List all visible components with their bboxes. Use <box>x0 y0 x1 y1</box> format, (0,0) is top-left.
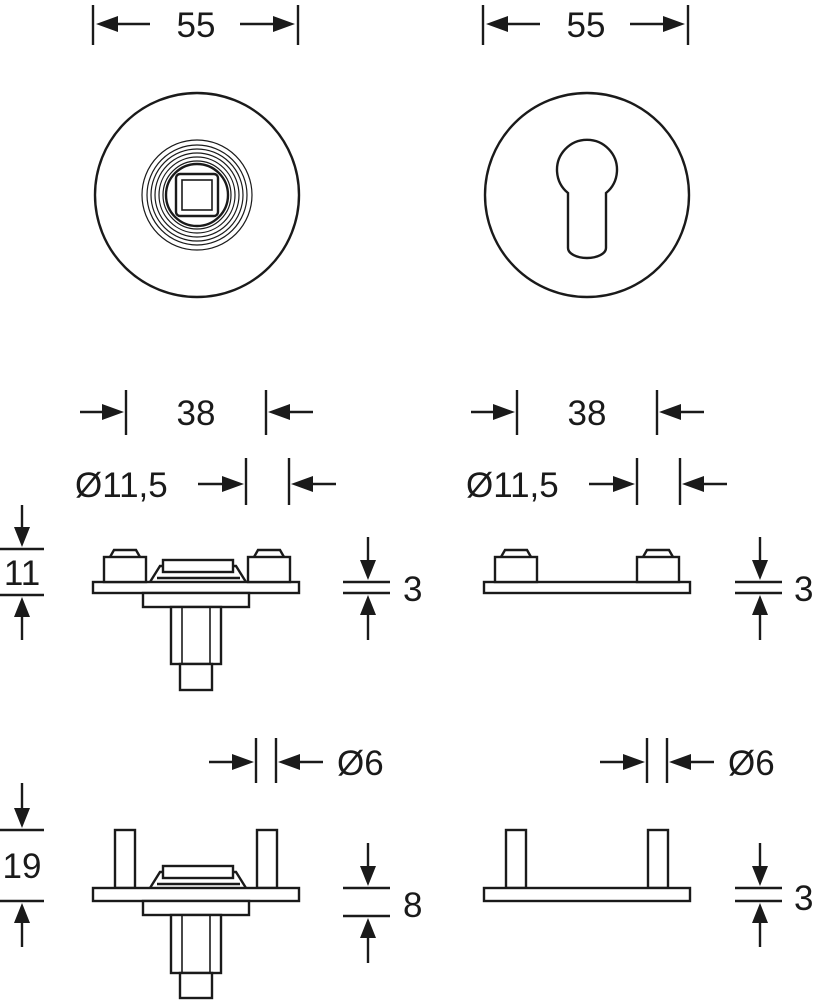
dimension-label-diameter-11-5: Ø11,5 <box>466 466 559 505</box>
dimension-label-diameter-6: Ø6 <box>337 744 384 783</box>
side-view-cylinder-clip: 38 Ø11,5 3 <box>466 390 813 640</box>
dimension-label-diameter-6: Ø6 <box>728 744 775 783</box>
dimension-label-3: 3 <box>403 570 422 609</box>
dimension-label-55: 55 <box>567 6 606 45</box>
dimension-label-3: 3 <box>794 879 813 918</box>
side-view-handle-screw: Ø6 19 8 <box>0 738 422 1000</box>
dimension-label-8: 8 <box>403 886 422 925</box>
side-view-cylinder-screw: Ø6 3 <box>482 738 813 947</box>
side-view-handle-clip: 38 Ø11,5 11 <box>0 390 422 692</box>
dimension-label-38: 38 <box>177 394 216 433</box>
dimension-label-55: 55 <box>177 6 216 45</box>
dimension-label-diameter-11-5: Ø11,5 <box>75 466 168 505</box>
dimension-label-38: 38 <box>568 394 607 433</box>
dimension-label-3: 3 <box>794 570 813 609</box>
rosette-handle-front-view: 55 <box>91 5 301 299</box>
dimension-label-11: 11 <box>4 554 40 593</box>
dimension-label-19: 19 <box>3 847 42 886</box>
rosette-cylinder-front-view: 55 <box>481 5 691 299</box>
